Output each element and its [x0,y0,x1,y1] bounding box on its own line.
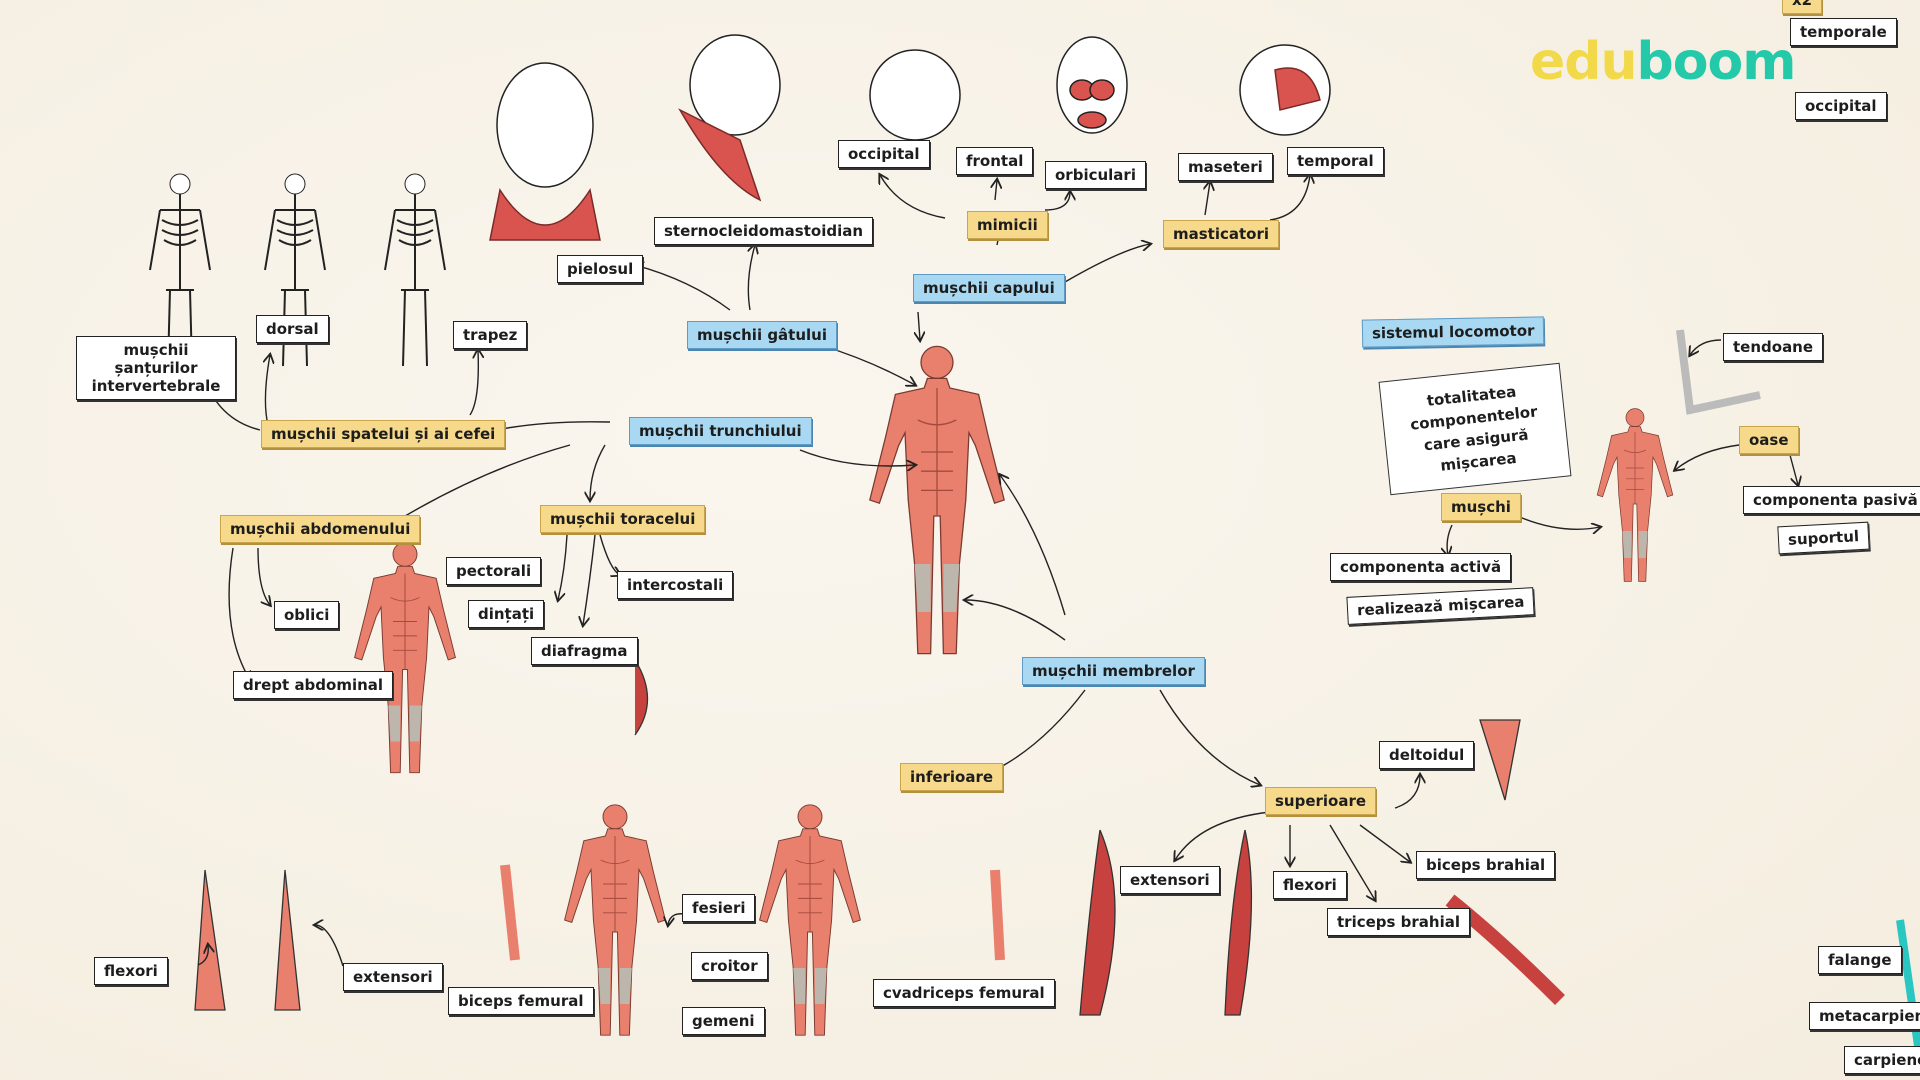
group-oase[interactable]: oase [1739,426,1799,454]
label-biceps-brahial[interactable]: biceps brahial [1416,851,1556,879]
label-oblici[interactable]: oblici [274,601,340,629]
label-orbiculari[interactable]: orbiculari [1045,161,1146,189]
logo-part-edu: edu [1530,32,1638,92]
group-inferioare[interactable]: inferioare [900,763,1004,791]
topic-muschii-membrelor[interactable]: mușchii membrelor [1022,657,1205,685]
label-occipital-bone[interactable]: occipital [1795,92,1887,120]
label-pectorali[interactable]: pectorali [446,557,542,585]
label-occipital[interactable]: occipital [838,140,930,168]
label-maseteri[interactable]: maseteri [1178,153,1273,181]
label-falange[interactable]: falange [1818,946,1902,974]
group-masticatori[interactable]: masticatori [1163,220,1280,248]
label-deltoidul[interactable]: deltoidul [1379,741,1475,769]
label-extensori-arm[interactable]: extensori [1120,866,1220,894]
topic-muschii-trunchiului[interactable]: mușchii trunchiului [629,417,812,445]
heads [489,34,1331,241]
label-intercostali[interactable]: intercostali [617,571,734,599]
label-diafragma[interactable]: diafragma [531,637,638,665]
group-x2[interactable]: x2 [1782,0,1823,14]
label-tendoane[interactable]: tendoane [1723,333,1824,361]
label-muschii-santurilor[interactable]: mușchii șanțurilor intervertebrale [76,336,236,400]
group-mimicii[interactable]: mimicii [967,211,1048,239]
connector-arrows [197,175,1798,967]
group-muschi[interactable]: mușchi [1441,493,1521,521]
topic-muschii-gatului[interactable]: mușchii gâtului [687,321,837,349]
group-muschii-abdomenului[interactable]: mușchii abdomenului [220,515,421,543]
label-flexori-leg[interactable]: flexori [94,957,168,985]
label-cvadriceps-femural[interactable]: cvadriceps femural [873,979,1055,1007]
label-biceps-femural[interactable]: biceps femural [448,987,594,1015]
label-suportul[interactable]: suportul [1777,521,1870,555]
label-dorsal[interactable]: dorsal [256,315,329,343]
label-temporal[interactable]: temporal [1287,147,1384,175]
group-muschii-spatelui[interactable]: mușchii spatelui și ai cefei [261,420,506,448]
label-pielosul[interactable]: pielosul [557,255,644,283]
group-muschii-toracelui[interactable]: mușchii toracelui [540,505,706,533]
label-frontal[interactable]: frontal [956,147,1034,175]
definition-scroll: totalitatea componentelor care asigură m… [1378,362,1572,496]
label-triceps-brahial[interactable]: triceps brahial [1327,908,1471,936]
label-componenta-pasiva[interactable]: componenta pasivă [1743,486,1920,514]
label-gemeni[interactable]: gemeni [682,1007,765,1035]
label-dintati[interactable]: dințați [468,600,545,628]
label-sternocleidomastoidian[interactable]: sternocleidomastoidian [654,217,874,245]
topic-muschii-capului[interactable]: mușchii capului [913,274,1065,302]
label-flexori-arm[interactable]: flexori [1273,871,1347,899]
label-fesieri[interactable]: fesieri [682,894,756,922]
label-extensori-leg[interactable]: extensori [343,963,443,991]
eduboom-logo: eduboom [1530,36,1796,88]
group-superioare[interactable]: superioare [1265,787,1377,815]
label-metacarpiene[interactable]: metacarpiene [1809,1002,1920,1030]
label-temporale[interactable]: temporale [1790,18,1897,46]
label-trapez[interactable]: trapez [453,321,528,349]
label-drept-abdominal[interactable]: drept abdominal [233,671,394,699]
logo-part-boom: boom [1636,32,1797,92]
label-componenta-activa[interactable]: componenta activă [1330,553,1512,581]
label-croitor[interactable]: croitor [691,952,768,980]
topic-sistemul-locomotor[interactable]: sistemul locomotor [1361,316,1545,348]
label-carpiene[interactable]: carpiene [1844,1046,1920,1074]
